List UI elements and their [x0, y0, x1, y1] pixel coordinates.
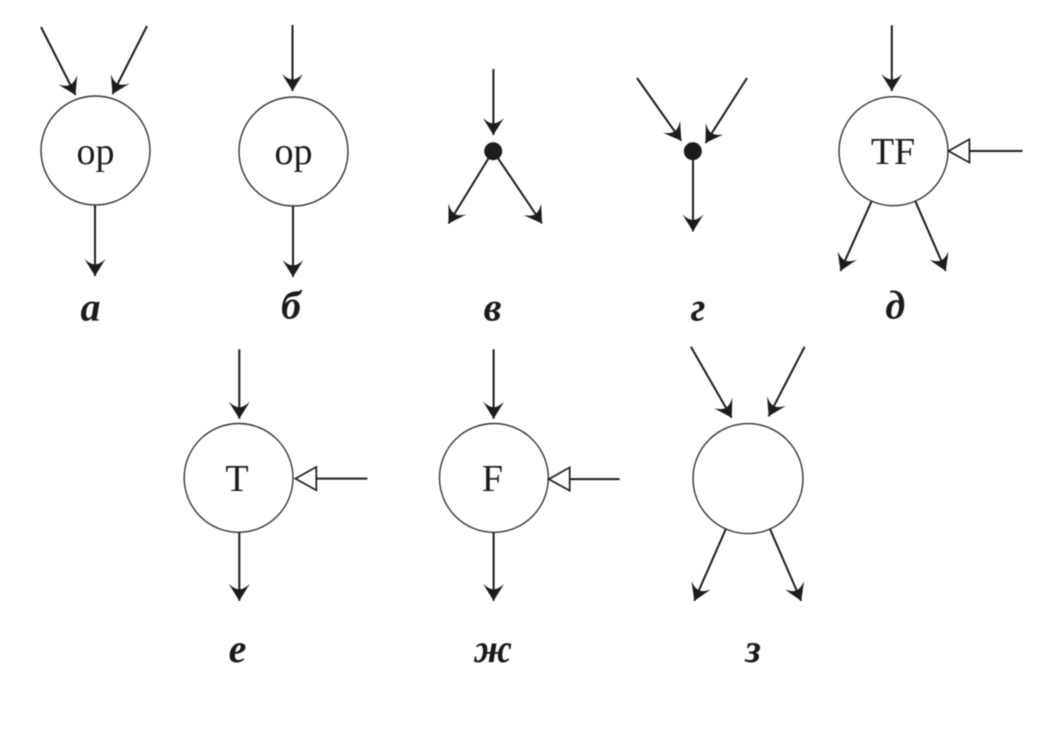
svg-text:б: б [281, 283, 303, 328]
svg-text:F: F [482, 458, 503, 500]
svg-text:д: д [885, 283, 905, 328]
svg-text:з: з [744, 626, 761, 671]
svg-text:г: г [691, 285, 706, 330]
svg-text:а: а [81, 285, 101, 330]
svg-text:op: op [77, 131, 115, 173]
svg-text:е: е [229, 626, 247, 671]
svg-text:T: T [225, 458, 248, 500]
svg-text:op: op [275, 131, 313, 173]
svg-text:ж: ж [473, 626, 512, 671]
svg-text:в: в [484, 285, 502, 330]
svg-text:TF: TF [871, 131, 915, 173]
